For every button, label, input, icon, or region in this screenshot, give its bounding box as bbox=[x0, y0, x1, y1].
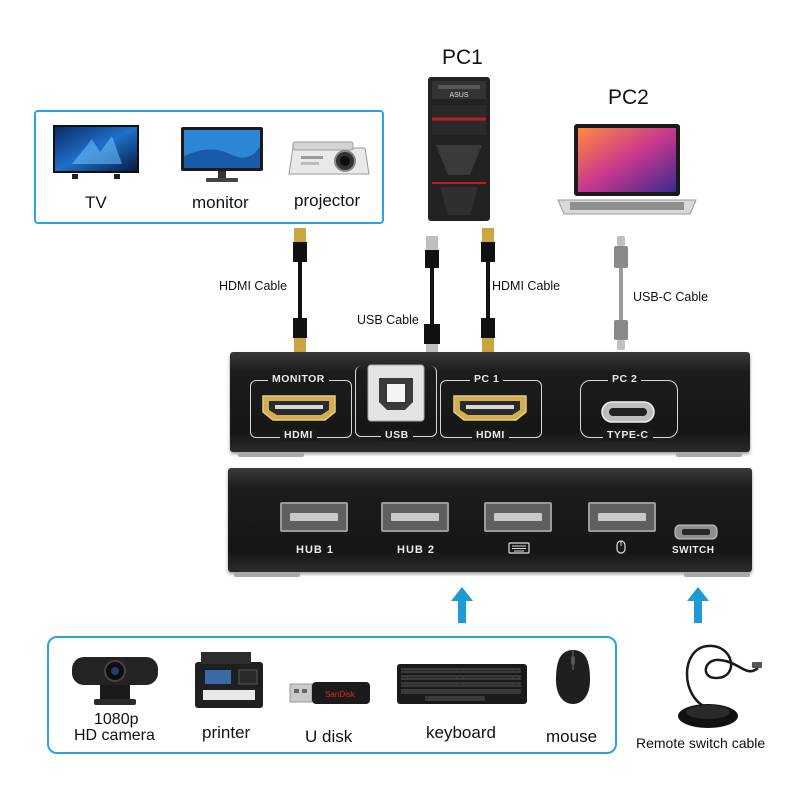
hub2-label: HUB 2 bbox=[397, 544, 436, 556]
usbc-cable-icon bbox=[614, 236, 628, 350]
svg-text:SanDisk: SanDisk bbox=[325, 690, 356, 699]
remote-switch-label: Remote switch cable bbox=[636, 735, 766, 751]
switch-label: SWITCH bbox=[672, 545, 715, 556]
pc1-hdmi-label: HDMI bbox=[472, 429, 509, 441]
keyboard-device-icon bbox=[397, 664, 527, 704]
printer-label: printer bbox=[202, 723, 251, 742]
front-foot-right bbox=[684, 572, 750, 577]
camera-label-line1: 1080p bbox=[94, 711, 139, 728]
usbc-port-icon[interactable] bbox=[601, 401, 655, 423]
pc2-typec-label: TYPE-C bbox=[603, 429, 653, 441]
mouse-usb-port[interactable] bbox=[588, 502, 656, 532]
front-foot-left bbox=[234, 572, 300, 577]
tv-icon bbox=[53, 125, 139, 179]
svg-text:ASUS: ASUS bbox=[449, 92, 468, 99]
hdmi-cable-right-icon bbox=[481, 228, 495, 352]
rear-foot-left bbox=[238, 452, 304, 457]
usb-b-port-icon[interactable] bbox=[367, 364, 425, 422]
mouse-device-icon bbox=[556, 650, 590, 704]
udisk-label: U disk bbox=[305, 727, 353, 746]
desktop-tower-icon: ASUS bbox=[428, 77, 490, 221]
laptop-icon bbox=[557, 124, 697, 215]
usb-cable-label: USB Cable bbox=[357, 313, 419, 327]
hdmi-port-monitor-icon[interactable] bbox=[261, 394, 337, 422]
pc2-port-label: PC 2 bbox=[608, 373, 642, 385]
printer-icon bbox=[195, 652, 263, 708]
projector-label: projector bbox=[294, 191, 361, 210]
monitor-label: monitor bbox=[192, 193, 249, 212]
usbc-cable-label: USB-C Cable bbox=[633, 290, 709, 304]
camera-label-line2: HD camera bbox=[74, 727, 155, 744]
mouse-label: mouse bbox=[546, 727, 598, 746]
micro-usb-switch-port-icon[interactable] bbox=[674, 524, 718, 540]
keyboard-icon bbox=[508, 542, 530, 554]
keyboard-usb-port[interactable] bbox=[484, 502, 552, 532]
remote-switch-cable-icon bbox=[678, 644, 762, 728]
tv-label: TV bbox=[85, 193, 107, 212]
rear-foot-right bbox=[676, 452, 742, 457]
hdmi-cable-right-label: HDMI Cable bbox=[492, 279, 561, 293]
usb-cable-icon bbox=[424, 236, 440, 352]
mouse-icon bbox=[616, 540, 626, 554]
monitor-port-label: MONITOR bbox=[268, 373, 329, 385]
arrow-up-right-icon bbox=[687, 587, 709, 623]
hub1-label: HUB 1 bbox=[296, 544, 335, 556]
hdmi-cable-left-label: HDMI Cable bbox=[219, 279, 288, 293]
hub2-usb-port[interactable] bbox=[381, 502, 449, 532]
monitor-hdmi-label: HDMI bbox=[280, 429, 317, 441]
webcam-icon bbox=[72, 657, 158, 705]
hdmi-cable-left-icon bbox=[293, 228, 307, 352]
hdmi-port-pc1-icon[interactable] bbox=[452, 394, 528, 422]
usb-port-label: USB bbox=[381, 429, 413, 441]
pc1-port-label: PC 1 bbox=[470, 373, 504, 385]
usb-flash-drive-icon: SanDisk bbox=[289, 682, 370, 704]
monitor-icon bbox=[181, 127, 263, 182]
pc1-label: PC1 bbox=[442, 46, 483, 69]
pc2-label: PC2 bbox=[608, 86, 649, 109]
hub1-usb-port[interactable] bbox=[280, 502, 348, 532]
projector-icon bbox=[288, 141, 370, 175]
arrow-up-left-icon bbox=[451, 587, 473, 623]
keyboard-label: keyboard bbox=[426, 723, 496, 742]
